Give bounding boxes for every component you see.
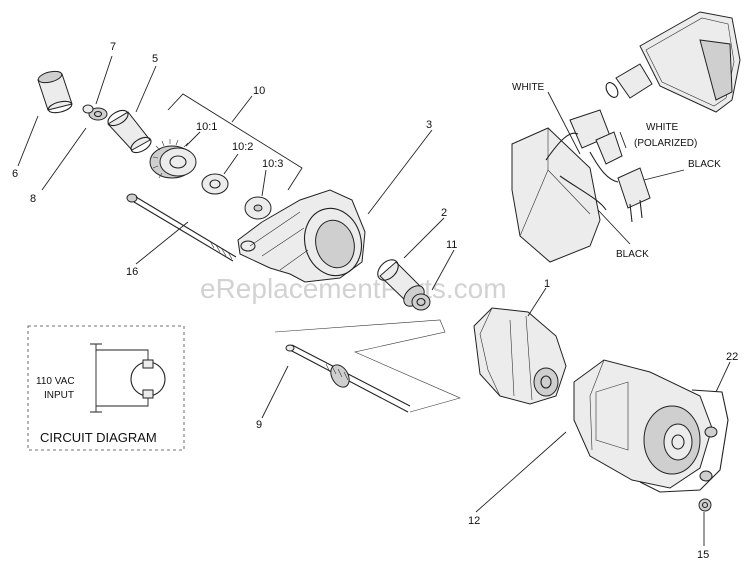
callout-3: 3 [426,119,432,131]
callout-6: 6 [12,168,18,180]
callout-8: 8 [30,193,36,205]
part-5-coupling[interactable] [105,107,153,155]
wire-labels: WHITE WHITE (POLARIZED) BLACK BLACK [512,82,721,260]
part-22-end-plate[interactable] [639,389,729,493]
part-3-housing[interactable] [237,189,369,283]
callout-16: 16 [126,266,138,278]
callout-5: 5 [152,53,158,65]
circuit-diagram: 110 VAC INPUT CIRCUIT DIAGRAM [27,325,185,451]
callout-12: 12 [468,515,480,527]
part-8-nut[interactable] [82,104,108,121]
part-12-motor-housing[interactable] [573,359,713,489]
callout-11: 11 [446,239,457,251]
callout-1: 1 [544,278,550,290]
callout-15: 15 [697,549,709,561]
callout-22: 22 [726,351,738,363]
callout-10-2: 10:2 [232,141,253,153]
circuit-input-line1: 110 VAC [36,376,75,387]
switch-assembly[interactable] [511,11,741,263]
part-6-sleeve[interactable] [37,69,73,115]
callout-10: 10 [253,85,265,97]
circuit-title: CIRCUIT DIAGRAM [40,430,157,445]
circuit-diagram-frame [27,325,185,451]
wire-label-black-upper: BLACK [688,159,721,170]
part-1-motor-body[interactable] [473,307,567,405]
callout-2: 2 [441,207,447,219]
part-16-bolt[interactable] [126,193,237,262]
part-9-shaft[interactable] [285,344,411,413]
wire-label-white-polarized: WHITE [646,122,679,133]
leader-lines [17,55,731,546]
callouts: 7 5 6 8 10 10:1 10:2 10:3 16 3 2 11 1 9 … [12,41,738,561]
callout-10-3: 10:3 [262,158,283,170]
wire-label-black-lower: BLACK [616,249,649,260]
part-15-screw[interactable] [698,498,712,512]
part-10-bracket [167,93,303,191]
wire-label-white: WHITE [512,82,545,93]
part-10-1-gear[interactable] [149,139,197,179]
wire-label-polarized: (POLARIZED) [634,138,697,149]
alignment-plane [274,319,461,413]
callout-7: 7 [110,41,116,53]
watermark: eReplacementParts.com [200,273,507,304]
part-10-3-washer[interactable] [244,196,272,220]
circuit-input-line2: INPUT [44,390,74,401]
part-11-nut[interactable] [411,293,431,311]
part-10-2-washer[interactable] [201,173,229,195]
callout-9: 9 [256,419,262,431]
callout-10-1: 10:1 [196,121,217,133]
